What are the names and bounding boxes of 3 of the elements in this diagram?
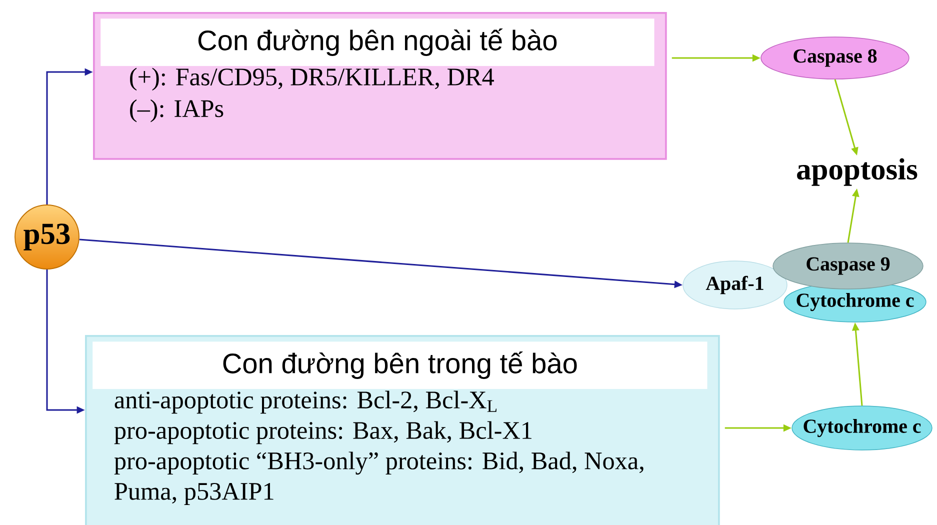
pathway-box: Con đường bên ngoài tế bào (+): Fas/CD95, DR5/KILLER, DR4 (–): IAPs xyxy=(93,12,667,160)
pathway-box: Con đường bên trong tế bào anti-apoptotic proteins: Bcl-2, Bcl-X$_{L}$ pro-apoptotic proteins: Bax, Bak, Bcl-X1 pro-apoptotic “BH3-only” proteins: Bid, Bad, Noxa, Puma, p53AIP1 xyxy=(85,335,720,525)
outcome-label: apoptosis xyxy=(797,158,918,186)
